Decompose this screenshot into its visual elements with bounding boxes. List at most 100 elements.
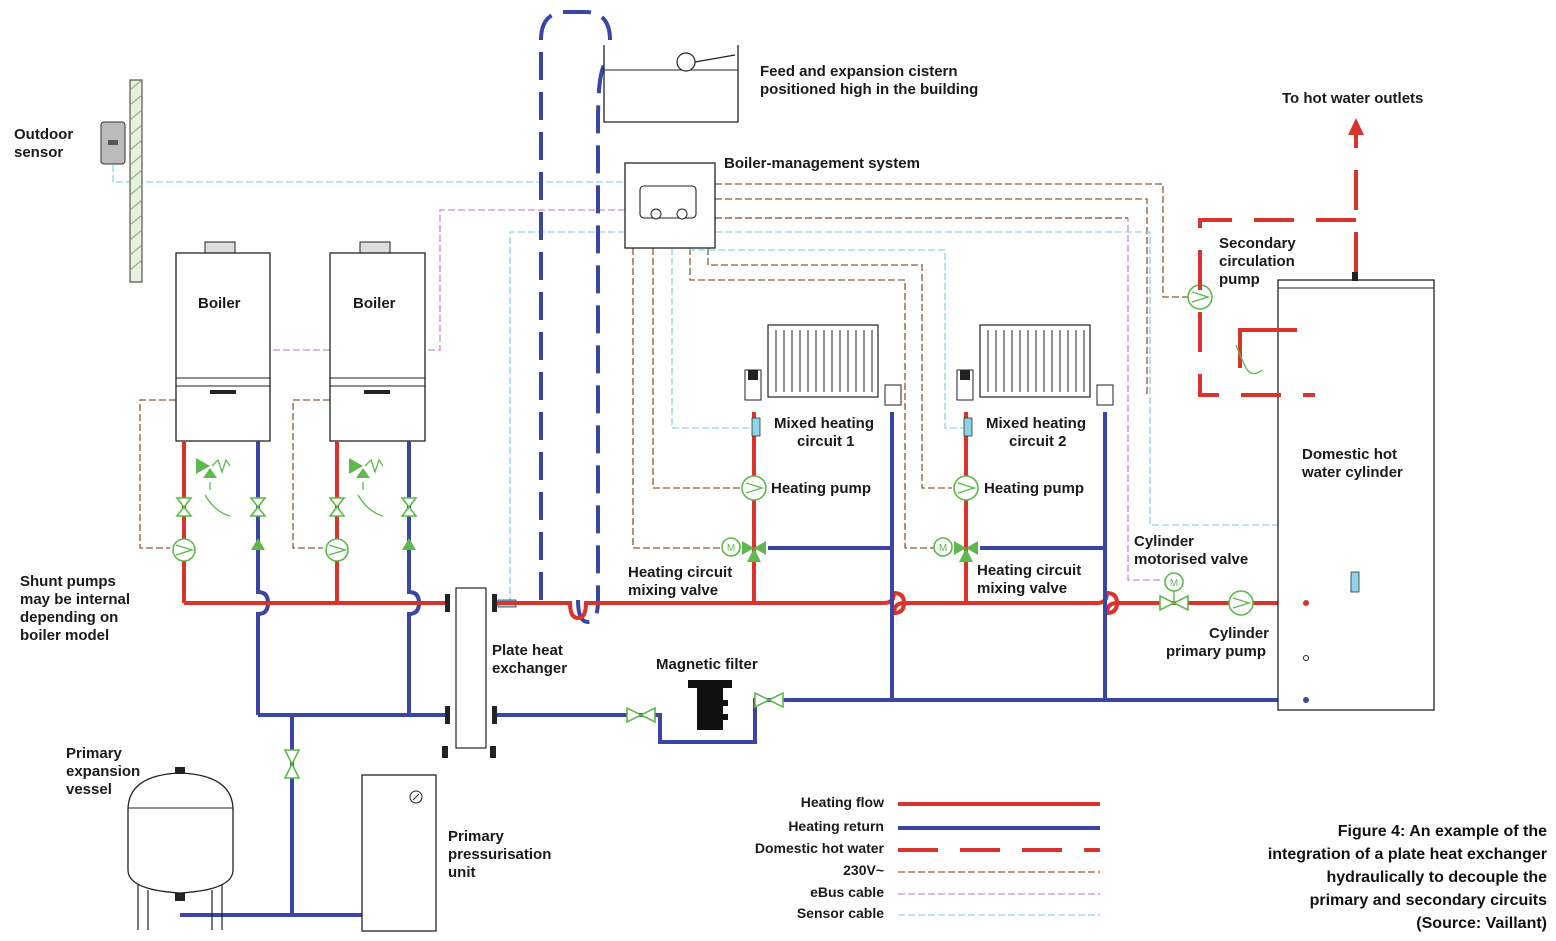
cyl-valve-label-2: motorised valve [1134,551,1248,568]
press-unit-label-2: pressurisation [448,846,551,863]
cylinder-primary-pump [1228,590,1254,616]
outdoor-sensor-label-2: sensor [14,144,63,161]
mixed-circuit-1-label-1: Mixed heating [774,415,874,432]
boiler-2 [329,241,426,442]
magnetic-filter-label: Magnetic filter [656,656,758,673]
mixing-valve-2-motor-letter: M [939,543,947,554]
shunt-label-2: may be internal [20,591,130,608]
boiler-1-flow-valve [175,497,193,517]
to-outlets-label: To hot water outlets [1282,90,1423,107]
cyl-valve-label-1: Cylinder [1134,533,1194,550]
cable-230v-shunt-1 [139,399,176,549]
caption-line-3: hydraulically to decouple the [1327,869,1548,886]
pumps [172,284,1254,616]
mixed-circuit-2-label-1: Mixed heating [986,415,1086,432]
heating-pump-1 [741,475,767,501]
cable-230v-pump-1 [652,248,740,489]
legend-230v-label: 230V~ [843,862,884,878]
mix-valve-1-label-2: mixing valve [628,582,718,599]
sensor-cable-circuit-2 [689,248,969,429]
cable-230v-mix-valve-2 [689,248,935,549]
caption-line-1: Figure 4: An example of the [1338,823,1547,840]
outdoor-sensor [100,79,143,283]
dhw-secondary-pipework [1198,118,1364,397]
secondary-pump-label-1: Secondary [1219,235,1296,252]
cyl-pump-label-2: primary pump [1166,643,1266,660]
caption-line-5: (Source: Vaillant) [1416,915,1547,932]
legend-dhw-label: Domestic hot water [755,840,885,856]
plate-heat-exchanger [442,587,517,758]
radiator-1 [744,324,902,437]
caption-line-4: primary and secondary circuits [1310,892,1548,909]
sensor-cable-circuit-1 [671,248,757,429]
mix-valve-1-label-1: Heating circuit [628,564,732,581]
filter-inlet-valve [626,706,656,724]
open-vent-pipe [539,10,612,600]
sensor-cable-cylinder [715,231,1356,572]
filter-outlet-valve [754,691,784,709]
legend-heating-flow-label: Heating flow [801,794,884,810]
heating-pump-2-label: Heating pump [984,480,1084,497]
ebus-cable-cyl-valve [715,217,1160,581]
dhw-cylinder-label-1: Domestic hot [1302,446,1397,463]
legend-heating-return-label: Heating return [788,818,884,834]
phe-label-2: exchanger [492,660,567,677]
boiler-management-system [624,162,716,249]
cable-230v-pump-2 [707,248,952,489]
boiler-1 [175,241,271,442]
secondary-pump-label-2: circulation [1219,253,1295,270]
boiler-2-return-valve [400,497,418,517]
crossover-2 [1106,591,1120,615]
press-unit-label-3: unit [448,864,476,881]
to-outlets-arrow [1348,118,1364,135]
domestic-hot-water-cylinder [1277,272,1435,711]
boiler-1-return-valve [249,497,267,517]
cistern-label-1: Feed and expansion cistern [760,63,958,80]
boiler-2-check-valve [402,538,416,550]
phe-label-1: Plate heat [492,642,563,659]
bms-label: Boiler-management system [724,155,920,172]
cable-230v-secondary-pump [715,183,1190,298]
expansion-valve [283,749,301,779]
valves: M M M [175,458,1189,779]
boiler-2-return [407,441,422,715]
press-unit-label-1: Primary [448,828,505,845]
sensor-cable-outdoor [112,165,625,183]
cold-feed-pipe [576,58,611,625]
cable-230v-shunt-2 [292,399,330,549]
exp-vessel-label-1: Primary [66,745,123,762]
caption-line-2: integration of a plate heat exchanger [1268,846,1547,863]
primary-pressurisation-unit [361,774,437,932]
primary-expansion-vessel [127,767,234,930]
cistern-label-2: positioned high in the building [760,81,978,98]
primary-pipework [180,441,445,917]
legend: Heating flow Heating return Domestic hot… [755,794,1100,921]
cable-230v-mix-valve-1 [632,248,728,549]
cyl-pump-label-1: Cylinder [1209,625,1269,642]
legend-ebus-label: eBus cable [810,884,884,900]
boiler-2-flow-valve [328,497,346,517]
legend-sensor-label: Sensor cable [797,905,884,921]
mixed-circuit-2-label-2: circuit 2 [1009,433,1067,450]
mix-valve-2-label-2: mixing valve [977,580,1067,597]
secondary-pipework [497,412,1305,744]
shunt-pump-1 [172,538,196,562]
cables [112,165,1356,600]
shunt-label-3: depending on [20,609,118,626]
exp-vessel-label-3: vessel [66,781,112,798]
secondary-pump-label-3: pump [1219,271,1260,288]
mixing-valve-1-motor-letter: M [727,543,735,554]
heating-pump-2 [953,475,979,501]
boiler-1-return [256,441,271,715]
outdoor-sensor-label-1: Outdoor [14,126,73,143]
mix-valve-2-label-1: Heating circuit [977,562,1081,579]
feed-expansion-cistern [539,10,739,625]
cylinder-valve-motor-letter: M [1170,578,1178,589]
boiler-2-safety-valve [349,458,384,517]
mixed-circuit-1-label-2: circuit 1 [797,433,855,450]
boiler-1-label: Boiler [198,295,241,312]
heating-pump-1-label: Heating pump [771,480,871,497]
boiler-2-label: Boiler [353,295,396,312]
radiator-2 [956,324,1114,437]
